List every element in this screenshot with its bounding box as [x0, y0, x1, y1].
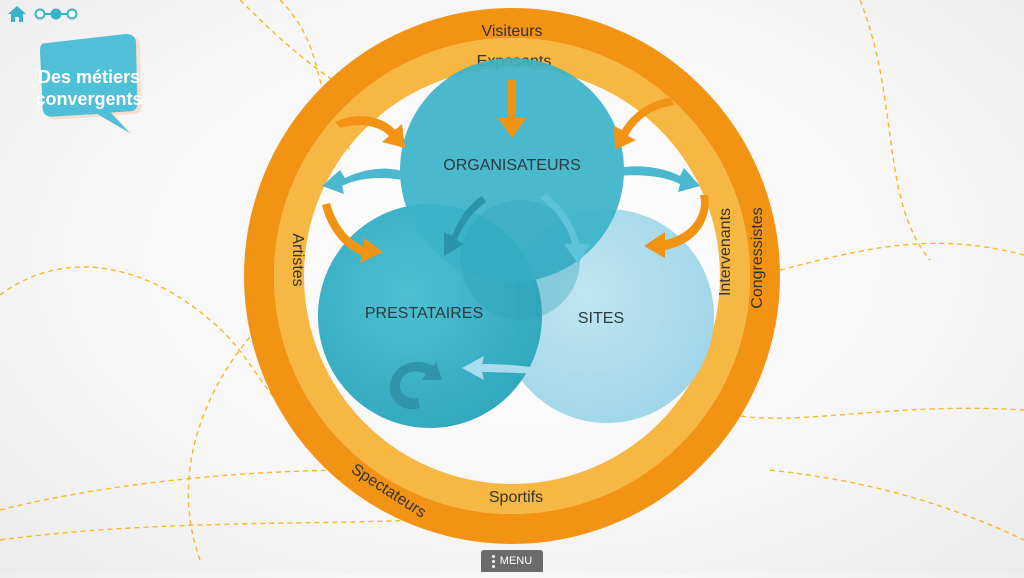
dashed-curve-4 — [0, 469, 361, 511]
label-prestataires: PRESTATAIRES — [365, 305, 483, 322]
menu-label: MENU — [499, 555, 533, 567]
arrow-org-right — [618, 166, 700, 192]
title-line: Des métiers — [37, 67, 141, 87]
dashed-curve-1 — [239, 0, 381, 111]
arrow-cycle — [389, 361, 442, 410]
steps-icon[interactable] — [34, 7, 78, 21]
label-visiteurs: Visiteurs — [481, 23, 542, 40]
arrow-org-prest — [444, 196, 486, 256]
outer-ring — [244, 8, 780, 544]
dashed-curve-8 — [769, 469, 1024, 541]
label-sites: SITES — [578, 310, 624, 327]
label-artistes: Artistes — [289, 233, 306, 286]
arrow-org-left — [322, 168, 405, 194]
orange-arrows — [322, 80, 709, 263]
circle-overlap — [460, 200, 580, 320]
arrow-top-left — [335, 116, 405, 148]
dashed-curve-5 — [0, 519, 421, 541]
arrow-top-right — [614, 98, 675, 150]
top-nav — [6, 4, 78, 24]
menu-dots-icon — [491, 554, 495, 568]
arrow-org-sites — [540, 194, 590, 264]
arrow-sites-prest — [462, 356, 548, 380]
arrow-top-down — [498, 80, 526, 138]
label-intervenants: Intervenants — [717, 208, 734, 296]
label-congressistes: Congressistes — [749, 207, 766, 308]
dashed-curve-7 — [779, 242, 1024, 271]
label-sportifs: Sportifs — [489, 489, 543, 506]
blue-arrows — [322, 166, 700, 410]
title-bubble — [40, 34, 142, 134]
dashed-curve-9 — [859, 0, 931, 261]
home-icon[interactable] — [6, 4, 28, 24]
arrow-right-down — [644, 195, 709, 258]
label-organisateurs: ORGANISATEURS — [443, 157, 581, 174]
menu-button[interactable]: MENU — [481, 550, 543, 572]
title-line: convergents — [35, 89, 143, 109]
arrow-left-down — [322, 203, 383, 263]
inner-ring — [274, 38, 750, 514]
